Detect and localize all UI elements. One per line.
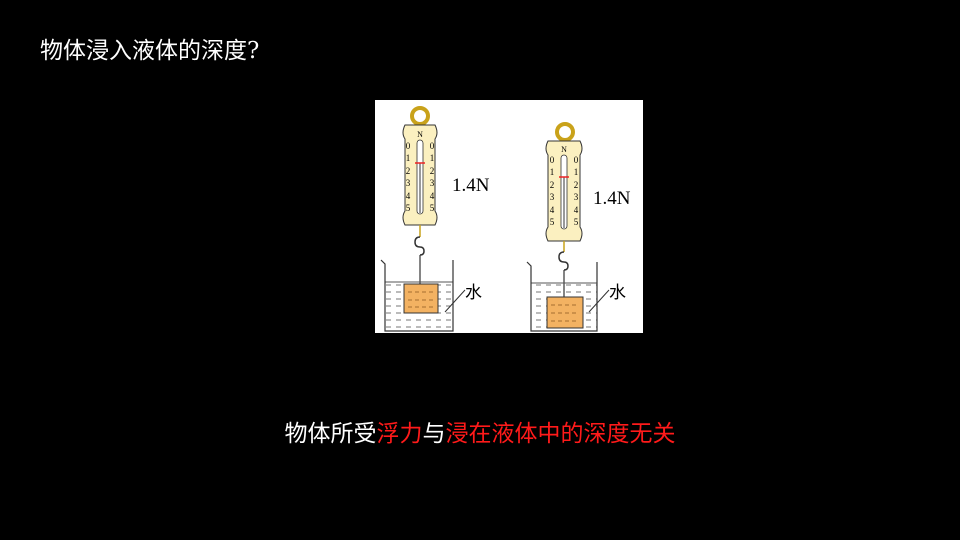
svg-text:1: 1 [574, 167, 579, 177]
svg-text:2: 2 [406, 166, 411, 176]
svg-text:3: 3 [550, 192, 555, 202]
svg-text:5: 5 [430, 203, 435, 213]
experiment-diagram: N 0 0 1 1 2 2 3 3 4 4 5 5 1.4N 水 N 0 0 [380, 106, 631, 332]
right-reading: 1.4N [593, 188, 631, 209]
conclusion-part1: 物体所受 [284, 421, 377, 447]
svg-text:0: 0 [430, 141, 435, 151]
svg-text:N: N [417, 130, 423, 139]
left-reading: 1.4N [452, 175, 490, 196]
svg-text:2: 2 [550, 180, 555, 190]
svg-text:4: 4 [550, 205, 555, 215]
conclusion-part3: 与 [422, 421, 446, 447]
svg-text:4: 4 [430, 191, 435, 201]
right-spring-scale: N 0 0 1 1 2 2 3 3 4 4 5 5 [545, 122, 583, 297]
svg-text:0: 0 [550, 155, 555, 165]
svg-text:4: 4 [574, 205, 579, 215]
svg-text:2: 2 [574, 180, 579, 190]
svg-text:0: 0 [406, 141, 411, 151]
svg-text:3: 3 [430, 178, 435, 188]
conclusion-depth-independence: 浸在液体中的深度无关 [445, 421, 676, 447]
left-beaker [380, 259, 466, 332]
svg-text:2: 2 [430, 166, 435, 176]
svg-text:5: 5 [550, 217, 555, 227]
svg-text:0: 0 [574, 155, 579, 165]
svg-text:1: 1 [406, 153, 411, 163]
right-beaker [526, 261, 610, 332]
spring-scale-figure: N 0 0 1 1 2 2 3 3 4 4 5 5 1.4N 水 N 0 0 [375, 100, 643, 333]
svg-text:4: 4 [406, 191, 411, 201]
svg-text:5: 5 [574, 217, 579, 227]
svg-text:5: 5 [406, 203, 411, 213]
conclusion-text: 物体所受浮力与浸在液体中的深度无关 [0, 414, 960, 448]
svg-text:1: 1 [550, 167, 555, 177]
left-water-label: 水 [465, 283, 482, 302]
left-spring-scale: N 0 0 1 1 2 2 3 3 4 4 5 5 [402, 106, 438, 284]
right-water-label: 水 [609, 283, 626, 302]
slide-title: 物体浸入液体的深度? [40, 38, 260, 64]
svg-text:3: 3 [574, 192, 579, 202]
svg-text:1: 1 [430, 153, 435, 163]
svg-text:N: N [561, 145, 567, 154]
svg-text:3: 3 [406, 178, 411, 188]
conclusion-buoyancy: 浮力 [376, 421, 423, 447]
